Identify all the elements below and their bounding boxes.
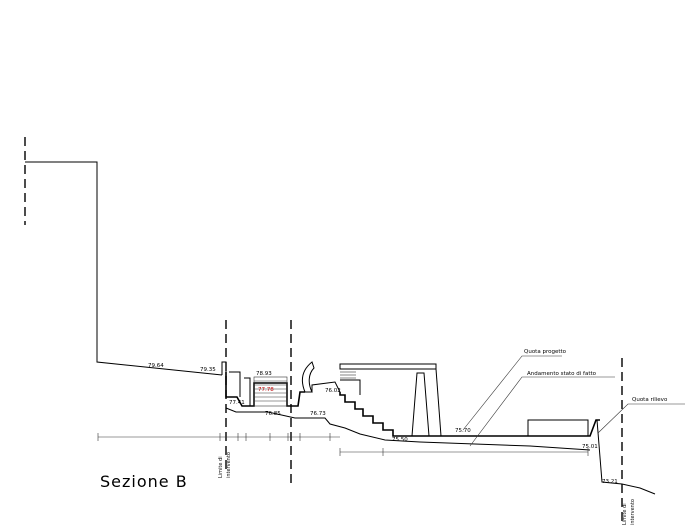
planter [527,419,589,437]
callout-existing-ground: Andamento stato di fatto [527,371,597,377]
elevation-label: 78.93 [256,371,272,377]
leader-existing [469,376,615,447]
elevation-label: 79.35 [200,367,216,373]
dimension-ticks-2 [339,448,589,456]
stair-block [340,379,361,395]
elevation-label: 79.64 [148,363,164,369]
boundary-label-line2: intervento [226,452,232,478]
elevation-label-red: 77.78 [258,387,274,393]
elevation-label: 75.50 [392,437,408,443]
terrain-right [596,419,656,495]
leader-survey [597,403,685,434]
elevation-label: 76.73 [310,411,326,417]
boundary-label-line1: Limite di [218,456,224,478]
curved-seat [301,361,315,393]
elevation-label: 77.41 [229,400,245,406]
callout-survey-level: Quota rilievo [632,397,668,403]
bench [311,381,341,393]
boundary-label-line2-right: intervento [630,499,636,525]
leader-design [462,355,562,431]
canopy-slats [340,371,356,379]
pool-fill [253,376,288,407]
terrain-left [25,161,223,376]
dimension-ticks-1 [97,433,331,441]
wall-detail-2 [244,377,251,406]
elevation-label: 76.85 [265,411,281,417]
existing-ground [225,407,591,451]
canopy-pillar [411,372,430,437]
callout-design-level: Quota progetto [524,349,567,355]
canopy-roof [339,363,437,370]
pool-hatch [254,380,287,402]
elevation-label: 75.70 [455,428,471,434]
boundary-label-line1-right: Limite di [622,503,628,525]
elevation-label: 75.01 [582,444,598,450]
canopy-post [435,368,442,437]
elevation-label: 73.21 [602,479,618,485]
elevation-label: 76.02 [325,388,341,394]
section-title: Sezione B [100,472,188,491]
wall-detail [229,371,241,397]
